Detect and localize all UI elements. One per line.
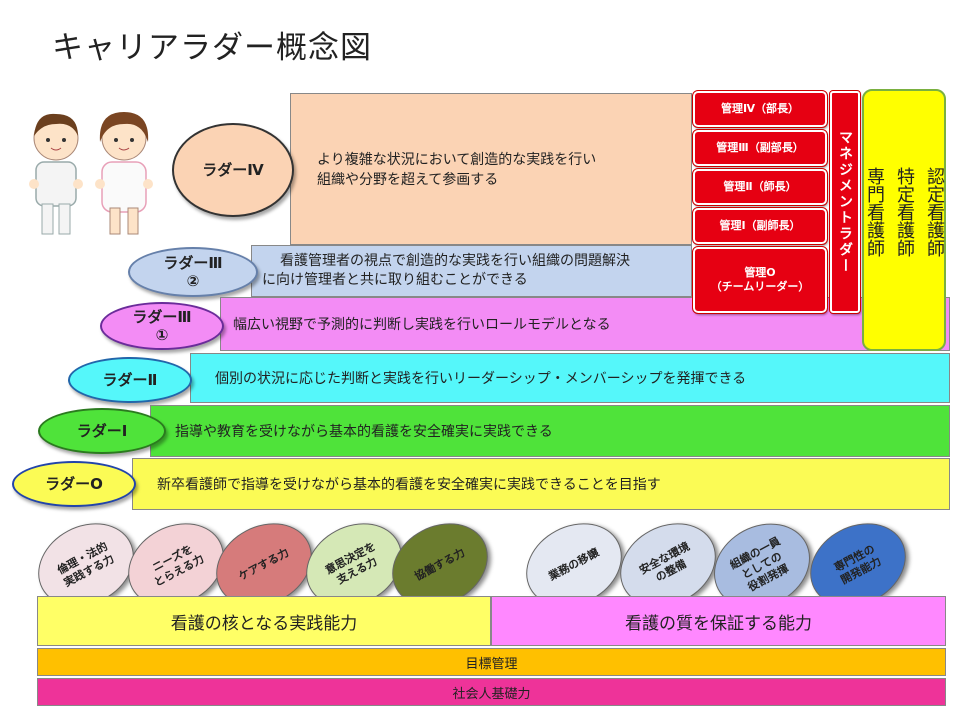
ladder-3-2-text-line2: に向け管理者と共に取り組むことができる	[262, 272, 528, 288]
mgmt-3-label: 管理Ⅲ（副部長）	[716, 141, 804, 154]
ladder-4-badge[interactable]: ラダーⅣ	[172, 123, 294, 217]
quality-competency-label: 看護の質を保証する能力	[625, 613, 812, 634]
ladder-2-badge-label: ラダーⅡ	[102, 371, 158, 389]
certified-nurse-label: 認定看護師	[924, 167, 945, 257]
ladder-0-badge-label: ラダーO	[45, 475, 103, 493]
core-competency-bar: 看護の核となる実践能力	[37, 596, 491, 646]
ladder-2-bar: 個別の状況に応じた判断と実践を行いリーダーシップ・メンバーシップを発揮できる	[190, 353, 950, 403]
ladder-2-badge[interactable]: ラダーⅡ	[68, 357, 192, 403]
ladder-1-text: 指導や教育を受けながら基本的看護を安全確実に実践できる	[175, 424, 553, 440]
quality-competency-bar: 看護の質を保証する能力	[491, 596, 946, 646]
ladder-1-badge[interactable]: ラダーⅠ	[38, 408, 166, 454]
mgmt-4-label: 管理Ⅳ（部長）	[720, 102, 800, 115]
ladder-0-bar: 新卒看護師で指導を受けながら基本的看護を安全確実に実践できることを目指す	[132, 458, 950, 510]
management-ladder-label[interactable]: マネジメントラダー	[829, 90, 861, 314]
ladder-3-1-badge[interactable]: ラダーⅢ ①	[100, 302, 224, 350]
specialist-box[interactable]: 認定看護師 特定看護師 専門看護師	[862, 89, 946, 351]
ladder-1-badge-label: ラダーⅠ	[76, 422, 128, 440]
mgmt-0-box[interactable]: 管理O （チームリーダー）	[692, 246, 828, 314]
mgmt-0-sub: （チームリーダー）	[710, 280, 810, 293]
ladder-0-badge[interactable]: ラダーO	[12, 461, 136, 507]
ladder-4-badge-label: ラダーⅣ	[202, 161, 264, 179]
social-skills-label: 社会人基礎力	[452, 686, 531, 702]
ladder-0-text: 新卒看護師で指導を受けながら基本的看護を安全確実に実践できることを目指す	[157, 477, 661, 493]
ladder-3-2-bar: 看護管理者の視点で創造的な実践を行い組織の問題解決 に向け管理者と共に取り組むこ…	[251, 245, 692, 297]
page-title: キャリアラダー概念図	[52, 30, 372, 66]
specific-nurse-label: 特定看護師	[894, 167, 915, 257]
ladder-3-2-badge-label: ラダーⅢ	[163, 254, 223, 272]
mgmt-2-box[interactable]: 管理Ⅱ（師長）	[692, 168, 828, 206]
ladder-2-text: 個別の状況に応じた判断と実践を行いリーダーシップ・メンバーシップを発揮できる	[215, 371, 747, 387]
mgmt-1-label: 管理Ⅰ（副師長）	[719, 219, 801, 232]
mgmt-2-label: 管理Ⅱ（師長）	[723, 180, 797, 193]
core-competency-label: 看護の核となる実践能力	[170, 613, 358, 634]
goal-management-bar: 目標管理	[37, 648, 946, 676]
specialist-nurse-label: 専門看護師	[864, 167, 885, 257]
ladder-3-1-bar: 幅広い視野で予測的に判断し実践を行いロールモデルとなる	[220, 297, 950, 351]
ladder-3-2-badge-sub: ②	[186, 272, 200, 290]
ladder-1-bar: 指導や教育を受けながら基本的看護を安全確実に実践できる	[150, 405, 950, 457]
nurses-icon	[29, 112, 153, 235]
ladder-3-2-text-line1: 看護管理者の視点で創造的な実践を行い組織の問題解決	[280, 253, 630, 269]
ladder-3-1-badge-label: ラダーⅢ	[132, 308, 192, 326]
ladder-3-2-badge[interactable]: ラダーⅢ ②	[128, 247, 258, 297]
goal-management-label: 目標管理	[465, 656, 518, 672]
ladder-4-text-line2: 組織や分野を超えて参画する	[317, 172, 499, 188]
ladder-4-bar: より複雑な状況において創造的な実践を行い 組織や分野を超えて参画する	[290, 93, 692, 245]
mgmt-4-box[interactable]: 管理Ⅳ（部長）	[692, 90, 828, 128]
social-skills-bar: 社会人基礎力	[37, 678, 946, 706]
ladder-4-text-line1: より複雑な状況において創造的な実践を行い	[317, 152, 597, 168]
mgmt-3-box[interactable]: 管理Ⅲ（副部長）	[692, 129, 828, 167]
ladder-3-1-text: 幅広い視野で予測的に判断し実践を行いロールモデルとなる	[233, 317, 611, 333]
ladder-3-1-badge-sub: ①	[155, 326, 169, 344]
mgmt-0-label: 管理O	[744, 266, 776, 279]
management-ladder-text: マネジメントラダー	[837, 130, 853, 274]
nurses-illustration	[14, 100, 164, 240]
mgmt-1-box[interactable]: 管理Ⅰ（副師長）	[692, 207, 828, 245]
